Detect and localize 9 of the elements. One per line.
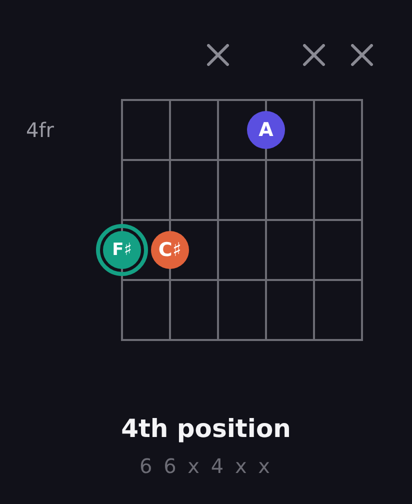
fret-number: 4fr — [25, 118, 55, 142]
chart-title: 4th position — [120, 413, 292, 445]
fingering-text: 6 6 x 4 x x — [138, 454, 274, 478]
note-dot — [247, 111, 285, 149]
note-dot — [151, 231, 189, 269]
note-name: A — [258, 120, 274, 140]
root-note-dot — [96, 224, 148, 276]
note-name: F♯ — [112, 242, 132, 258]
note-name: C♯ — [158, 240, 182, 260]
